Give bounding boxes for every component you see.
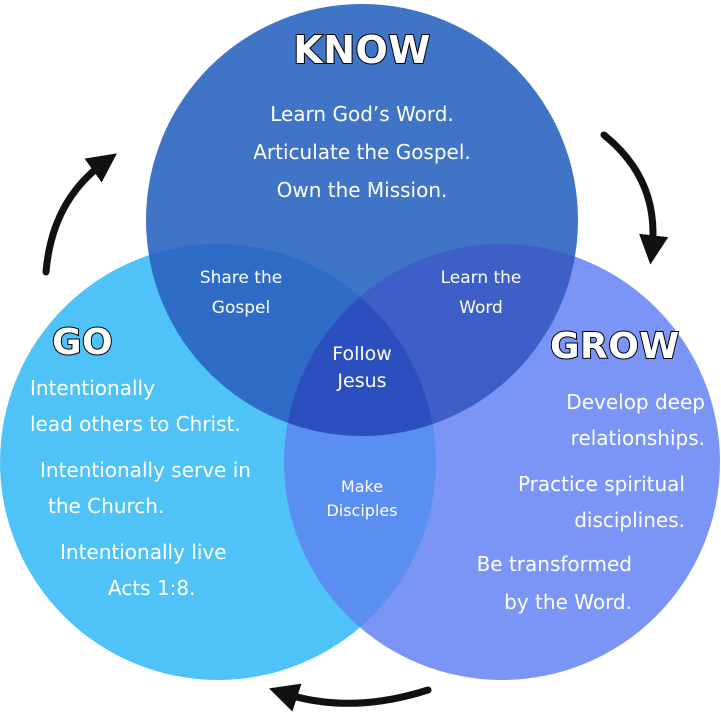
follow-jesus-line-1: Follow xyxy=(332,343,392,365)
grow-line-2: relationships. xyxy=(570,426,705,450)
arrow-grow-to-go xyxy=(269,683,432,712)
grow-line-6: by the Word. xyxy=(504,590,632,614)
go-line-5: Intentionally live xyxy=(60,540,227,564)
know-line-3: Own the Mission. xyxy=(276,178,448,202)
go-line-2: lead others to Christ. xyxy=(30,412,241,436)
make-disciples-line-1: Make xyxy=(340,477,384,496)
go-line-4: the Church. xyxy=(48,494,165,518)
grow-line-1: Develop deep xyxy=(566,390,705,414)
go-title: GO xyxy=(51,321,114,364)
go-line-3: Intentionally serve in xyxy=(40,458,251,482)
grow-line-5: Be transformed xyxy=(476,552,632,576)
know-line-1: Learn God’s Word. xyxy=(270,102,454,126)
grow-title: GROW xyxy=(549,325,680,368)
share-gospel-line-2: Gospel xyxy=(211,298,271,318)
learn-word-line-2: Word xyxy=(459,298,503,318)
go-line-6: Acts 1:8. xyxy=(108,576,196,600)
follow-jesus-line-2: Jesus xyxy=(337,370,387,392)
center-overlap xyxy=(284,244,436,436)
go-line-1: Intentionally xyxy=(30,376,155,400)
share-gospel-line-1: Share the xyxy=(199,268,283,288)
grow-line-3: Practice spiritual xyxy=(517,472,685,496)
know-line-2: Articulate the Gospel. xyxy=(253,140,471,164)
make-disciples-line-2: Disciples xyxy=(326,501,398,520)
grow-line-4: disciplines. xyxy=(574,508,685,532)
arrow-go-to-know xyxy=(42,153,117,276)
arrow-know-to-grow xyxy=(600,131,669,265)
learn-word-line-1: Learn the xyxy=(440,268,522,288)
know-title: KNOW xyxy=(292,27,431,73)
